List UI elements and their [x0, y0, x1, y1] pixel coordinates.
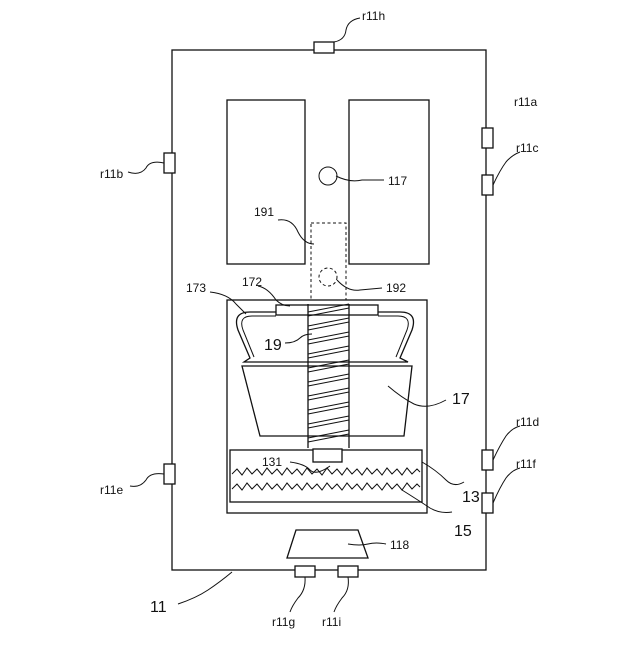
- label-r11d: r11d: [516, 415, 539, 429]
- basket-17: [242, 366, 412, 436]
- connector-r11h: [314, 42, 334, 53]
- label-15: 15: [454, 523, 472, 540]
- label-191: 191: [254, 205, 274, 219]
- label-118: 118: [390, 538, 409, 552]
- label-r11c: r11c: [516, 141, 538, 155]
- connector-r11d: [482, 450, 493, 470]
- label-r11e: r11e: [100, 483, 123, 497]
- label-r11a: r11a: [514, 95, 537, 109]
- label-11: 11: [150, 599, 167, 616]
- label-r11f: r11f: [516, 457, 536, 471]
- connector-r11b: [164, 153, 175, 173]
- label-13: 13: [462, 489, 480, 506]
- part-118: [287, 530, 368, 558]
- label-173: 173: [186, 281, 206, 295]
- connector-r11i: [338, 566, 358, 577]
- label-r11h: r11h: [362, 9, 385, 23]
- label-17: 17: [452, 391, 470, 408]
- connector-r11e: [164, 464, 175, 484]
- label-131: 131: [262, 455, 282, 469]
- connector-r11c: [482, 175, 493, 195]
- label-117: 117: [388, 174, 407, 188]
- connector-r11f: [482, 493, 493, 513]
- connector-r11a: [482, 128, 493, 148]
- label-r11b: r11b: [100, 167, 123, 181]
- label-19: 19: [264, 337, 282, 354]
- label-r11g: r11g: [272, 615, 295, 629]
- label-172: 172: [242, 275, 262, 289]
- lid-172: [276, 305, 378, 315]
- connector-r11g: [295, 566, 315, 577]
- label-r11i: r11i: [322, 615, 341, 629]
- label-192: 192: [386, 281, 406, 295]
- block-131: [313, 449, 342, 462]
- upper-left-panel: [227, 100, 305, 264]
